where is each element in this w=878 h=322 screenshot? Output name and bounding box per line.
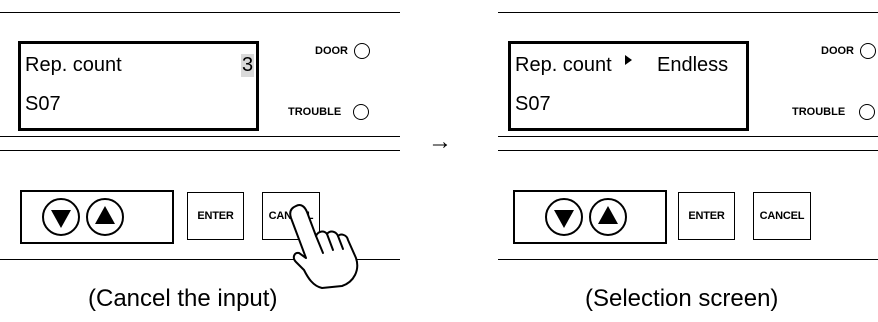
- lcd-line2: S07: [25, 93, 61, 115]
- divider-top: [0, 12, 400, 13]
- transition-arrow-icon: →: [428, 128, 452, 155]
- divider-mid-2: [0, 150, 400, 151]
- door-label: DOOR: [315, 45, 348, 57]
- trouble-label: TROUBLE: [792, 106, 846, 118]
- caption: (Cancel the input): [88, 285, 278, 312]
- lcd-value: Endless: [657, 54, 729, 76]
- trouble-label: TROUBLE: [288, 106, 342, 118]
- trouble-led-icon: [859, 104, 875, 120]
- arrow-key-pad: [513, 190, 667, 244]
- panel-selection-screen: Rep. count Endless S07 DOOR TROUBLE ENTE…: [498, 0, 878, 322]
- arrow-key-pad: [20, 190, 174, 244]
- door-label: DOOR: [821, 45, 854, 57]
- down-button[interactable]: [545, 198, 583, 236]
- divider-top: [498, 12, 878, 13]
- up-arrow-icon: [598, 206, 618, 224]
- panel-cancel-input: Rep. count 3 S07 DOOR TROUBLE ENTER CANC…: [0, 0, 400, 322]
- enter-button[interactable]: ENTER: [187, 192, 244, 240]
- lcd-display: Rep. count 3 S07: [18, 41, 259, 131]
- divider-mid-2: [498, 150, 878, 151]
- divider-bottom: [0, 259, 400, 260]
- pointing-hand-icon: [289, 203, 359, 289]
- lcd-value: 3: [241, 54, 255, 77]
- enter-button[interactable]: ENTER: [678, 192, 735, 240]
- trouble-led-icon: [353, 104, 369, 120]
- divider-mid-1: [498, 136, 878, 137]
- lcd-line1: Rep. count: [25, 54, 122, 76]
- door-led-icon: [860, 43, 876, 59]
- down-button[interactable]: [42, 198, 80, 236]
- lcd-display: Rep. count Endless S07: [508, 41, 749, 131]
- up-arrow-icon: [95, 206, 115, 224]
- lcd-line2: S07: [515, 93, 551, 115]
- caption: (Selection screen): [585, 285, 779, 312]
- up-button[interactable]: [86, 198, 124, 236]
- down-arrow-icon: [554, 210, 574, 228]
- selection-cursor-icon: [625, 55, 632, 65]
- cancel-button[interactable]: CANCEL: [753, 192, 811, 240]
- up-button[interactable]: [589, 198, 627, 236]
- lcd-line1: Rep. count: [515, 54, 612, 76]
- divider-bottom: [498, 259, 878, 260]
- divider-mid-1: [0, 136, 400, 137]
- door-led-icon: [354, 43, 370, 59]
- down-arrow-icon: [51, 210, 71, 228]
